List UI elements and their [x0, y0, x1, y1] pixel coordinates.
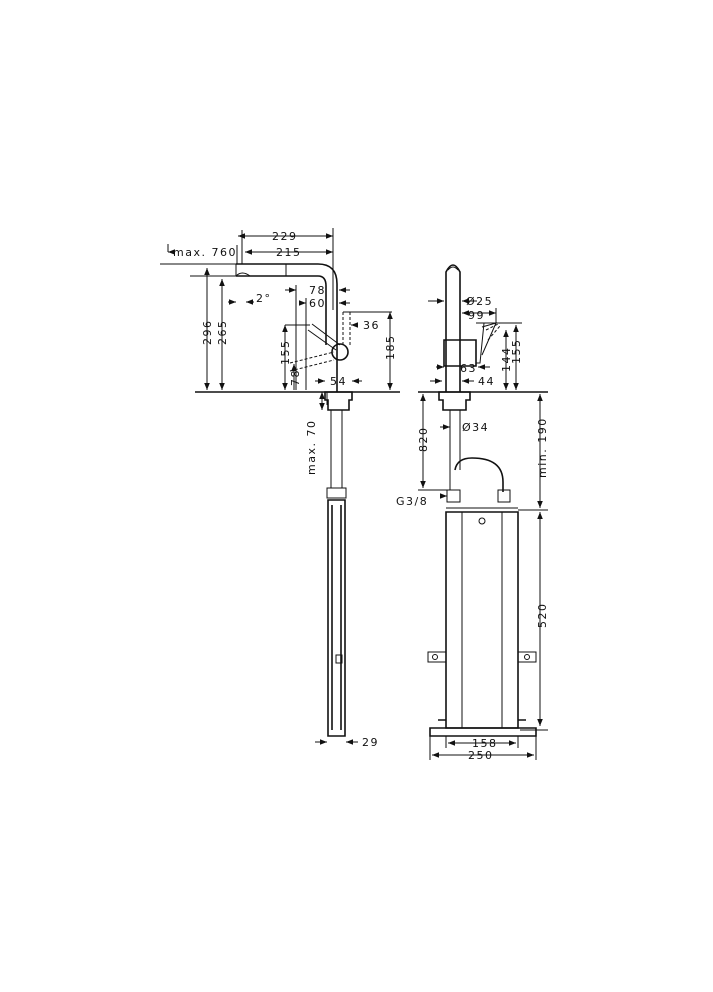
- label-229: 229: [272, 230, 298, 243]
- label-78-top: 78: [309, 284, 326, 297]
- mounting-box: [445, 511, 519, 729]
- label-820: 820: [417, 427, 430, 453]
- label-155: 155: [279, 340, 292, 366]
- label-296: 296: [201, 320, 214, 346]
- label-99: 99: [468, 309, 485, 322]
- side-view: max. 760 229 215 2° 78 60 36 296 265 155…: [160, 228, 400, 749]
- label-angle-2: 2°: [256, 292, 272, 305]
- spout-stem: [445, 264, 461, 392]
- label-155-front: 155: [510, 339, 523, 365]
- handle-block: [443, 339, 477, 367]
- label-63: 63: [460, 362, 477, 375]
- label-29: 29: [362, 736, 379, 749]
- mount-assembly: [324, 391, 353, 411]
- label-diameter-25: Ø25: [466, 295, 493, 308]
- label-max-760: max. 760: [173, 246, 237, 259]
- label-250: 250: [468, 749, 494, 762]
- base-rail: [327, 499, 346, 737]
- label-158: 158: [472, 737, 498, 750]
- label-265: 265: [216, 320, 229, 346]
- label-54: 54: [330, 375, 347, 388]
- label-144: 144: [500, 347, 513, 373]
- lever-outline: [307, 323, 341, 351]
- label-max-70: max. 70: [305, 420, 318, 475]
- label-215: 215: [276, 246, 302, 259]
- label-g3-8: G3/8: [396, 495, 428, 508]
- label-78-bottom: 78: [289, 369, 302, 386]
- spout-outline: [236, 263, 338, 392]
- lever-knob: [331, 343, 349, 361]
- supply-hose: [454, 457, 504, 492]
- front-view: Ø25 99 63 44 144 155 820 Ø34 min. 190 G3…: [396, 264, 549, 762]
- label-185: 185: [384, 335, 397, 361]
- label-44: 44: [478, 375, 495, 388]
- label-36: 36: [363, 319, 380, 332]
- mount-assembly-front: [438, 391, 471, 411]
- label-520: 520: [536, 603, 549, 629]
- label-60: 60: [309, 297, 326, 310]
- label-diameter-34: Ø34: [462, 421, 489, 434]
- label-min-190: min. 190: [536, 417, 549, 478]
